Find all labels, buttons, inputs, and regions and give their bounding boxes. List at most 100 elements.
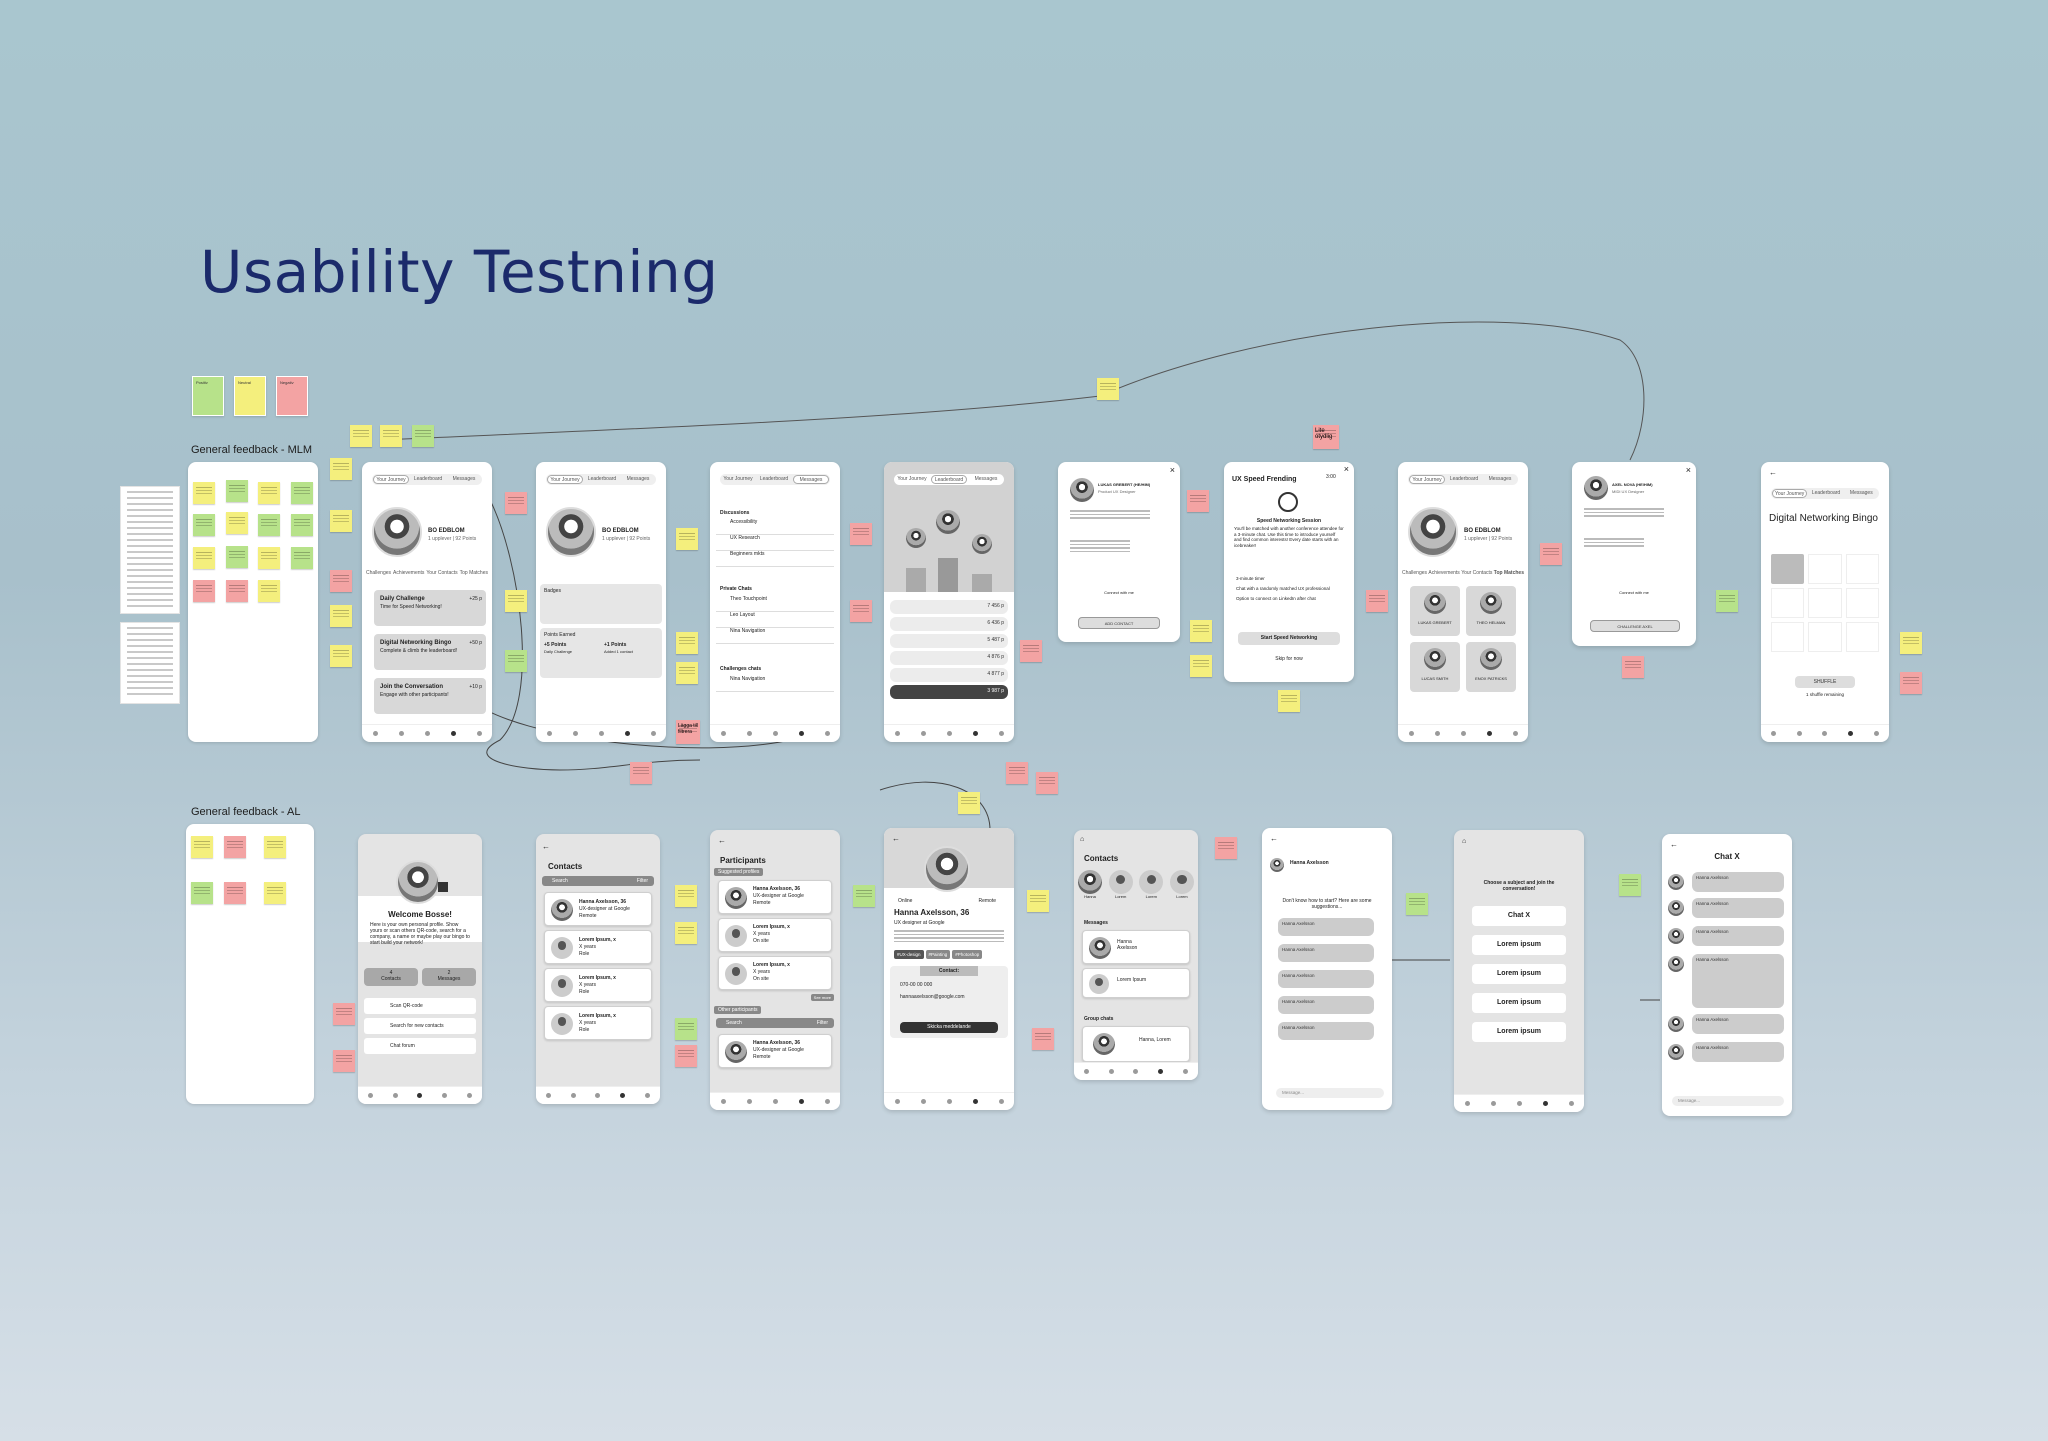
search-input[interactable]: Search <box>716 1018 834 1028</box>
subtab-contacts[interactable]: Your Contacts <box>426 570 458 576</box>
profile-role: UX designer at Google <box>894 920 945 926</box>
back-arrow-icon[interactable]: ← <box>718 836 726 845</box>
qr-code-icon[interactable] <box>438 882 448 892</box>
list-item[interactable]: Lorem Ipsum, x X years Role <box>544 968 652 1002</box>
dialog-title: UX Speed Frending <box>1232 476 1297 483</box>
tab-messages[interactable]: Messages <box>1488 476 1512 482</box>
group-chat-item[interactable]: Hanna, Lorem <box>1082 1026 1190 1062</box>
tab-your-journey[interactable]: Your Journey <box>373 475 409 484</box>
notes-document <box>120 486 180 614</box>
suggestion-item[interactable]: Hanna Axelsson <box>1278 970 1374 988</box>
list-item[interactable]: Hanna Axelsson, 36 UX-designer at Google… <box>718 1034 832 1068</box>
tab-messages[interactable]: Messages <box>974 476 998 482</box>
close-icon[interactable]: × <box>1169 465 1175 475</box>
screen-welcome: Welcome Bosse! Here is your own personal… <box>358 834 482 1104</box>
page-title: Participants <box>720 856 766 865</box>
message-input[interactable]: Message... <box>1672 1096 1784 1106</box>
leaderboard-list: 7 456 p 6 436 p 5 487 p 4 876 p 4 877 p … <box>890 600 1008 699</box>
challenge-card[interactable]: Daily Challenge Time for Speed Networkin… <box>374 590 486 626</box>
tab-messages[interactable]: Messages <box>452 476 476 482</box>
suggestion-item[interactable]: Hanna Axelsson <box>1278 996 1374 1014</box>
shuffle-button[interactable]: SHUFFLE <box>1795 676 1855 688</box>
list-item[interactable]: Hanna Axelsson, 36 UX-designer at Google… <box>544 892 652 926</box>
back-arrow-icon[interactable]: ← <box>542 842 550 851</box>
message-item[interactable]: Lorem Ipsum <box>1082 968 1190 998</box>
list-item[interactable]: Lorem Ipsum, x X years On site <box>718 918 832 952</box>
filter-button[interactable]: Filter <box>816 1020 828 1026</box>
back-arrow-icon[interactable]: ← <box>1270 834 1278 843</box>
back-arrow-icon[interactable]: ← <box>1769 468 1777 477</box>
subject-button[interactable]: Lorem ipsum <box>1472 1022 1566 1042</box>
subject-button[interactable]: Chat X <box>1472 906 1566 926</box>
tab-your-journey[interactable]: Your Journey <box>897 476 927 482</box>
section-private-chats: Private Chats <box>720 586 752 592</box>
suggestion-item[interactable]: Hanna Axelsson <box>1278 944 1374 962</box>
messages-heading: Messages <box>1084 920 1108 926</box>
shuffle-remaining: 1 shuffle remaining <box>1806 692 1844 697</box>
tab-your-journey[interactable]: Your Journey <box>723 476 753 482</box>
add-contact-button[interactable]: ADD CONTACT <box>1078 617 1160 629</box>
subtab-top-matches[interactable]: Top Matches <box>459 570 488 576</box>
home-icon[interactable]: ⌂ <box>1462 838 1467 845</box>
tab-leaderboard[interactable]: Leaderboard <box>1449 476 1479 482</box>
tab-messages[interactable]: Messages <box>626 476 650 482</box>
profile-meta: 1 upplever | 92 Points <box>428 536 477 542</box>
avatar <box>546 507 596 557</box>
contact-card-modal: × LUKAS GREBERT (HE/HIM) Product UX Desi… <box>1058 462 1180 642</box>
scan-qr-button[interactable]: Scan QR-code <box>364 998 476 1014</box>
skip-link[interactable]: Skip for now <box>1275 656 1303 662</box>
tab-your-journey[interactable]: Your Journey <box>547 475 583 484</box>
list-item[interactable]: Lorem Ipsum, x X years On site <box>718 956 832 990</box>
match-card[interactable]: LUKAS GREBERT <box>1410 586 1460 636</box>
chat-forum-button[interactable]: Chat forum <box>364 1038 476 1054</box>
close-icon[interactable]: × <box>1343 464 1349 474</box>
search-input[interactable]: Search <box>542 876 654 886</box>
close-icon[interactable]: × <box>1685 465 1691 475</box>
tab-leaderboard[interactable]: Leaderboard <box>759 476 789 482</box>
tab-leaderboard[interactable]: Leaderboard <box>413 476 443 482</box>
badges-panel: Badges <box>540 584 662 624</box>
subject-button[interactable]: Lorem ipsum <box>1472 935 1566 955</box>
list-item[interactable]: Lorem Ipsum, x X years Role <box>544 930 652 964</box>
tab-leaderboard[interactable]: Leaderboard <box>931 475 967 484</box>
feedback-card-al <box>186 824 314 1104</box>
subtab-achievements[interactable]: Achievements <box>393 570 425 576</box>
subtab-challenges[interactable]: Challenges <box>366 570 392 576</box>
chat-message: Hanna Axelsson <box>1692 926 1784 946</box>
match-card[interactable]: LUCAS SMITH <box>1410 642 1460 692</box>
avatar <box>1408 507 1458 557</box>
message-item[interactable]: Hanna Axelsson <box>1082 930 1190 964</box>
feedback-legend: Positiv Neutral Negativ <box>192 376 308 416</box>
challenge-button[interactable]: CHALLENGE AXEL <box>1590 620 1680 632</box>
list-item[interactable]: Hanna Axelsson, 36 UX-designer at Google… <box>718 880 832 914</box>
home-icon[interactable]: ⌂ <box>1080 836 1085 843</box>
match-card[interactable]: ENOX PATRICKS <box>1466 642 1516 692</box>
bottom-nav <box>710 1092 840 1110</box>
challenge-card[interactable]: Digital Networking Bingo Complete & clim… <box>374 634 486 670</box>
tab-messages[interactable]: Messages <box>793 475 829 484</box>
back-arrow-icon[interactable]: ← <box>892 834 900 843</box>
profile-meta: 1 upplever | 92 Points <box>1464 536 1513 542</box>
subject-button[interactable]: Lorem ipsum <box>1472 964 1566 984</box>
session-title: Speed Networking Session <box>1256 518 1322 524</box>
tab-leaderboard[interactable]: Leaderboard <box>587 476 617 482</box>
tab-your-journey[interactable]: Your Journey <box>1409 475 1445 484</box>
suggestion-item[interactable]: Hanna Axelsson <box>1278 1022 1374 1040</box>
filter-button[interactable]: Filter <box>636 878 648 884</box>
bottom-nav <box>1074 1062 1198 1080</box>
start-speed-networking-button[interactable]: Start Speed Networking <box>1238 632 1340 645</box>
back-arrow-icon[interactable]: ← <box>1670 840 1678 849</box>
message-input[interactable]: Message... <box>1276 1088 1384 1098</box>
list-item[interactable]: Lorem Ipsum, x X years Role <box>544 1006 652 1040</box>
suggestion-item[interactable]: Hanna Axelsson <box>1278 918 1374 936</box>
profile-name: BO EDBLOM <box>602 528 639 534</box>
subject-button[interactable]: Lorem ipsum <box>1472 993 1566 1013</box>
search-contacts-button[interactable]: Search for new contacts <box>364 1018 476 1034</box>
contact-name: LUKAS GREBERT (HE/HIM) <box>1098 482 1151 487</box>
see-more-button[interactable]: See more <box>810 994 834 1001</box>
challenge-card[interactable]: Join the Conversation Engage with other … <box>374 678 486 714</box>
send-message-button[interactable]: Skicka meddelande <box>900 1022 998 1033</box>
match-card[interactable]: THEO HELMAN <box>1466 586 1516 636</box>
